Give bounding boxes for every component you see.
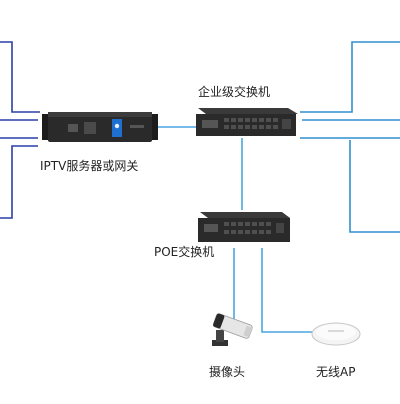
right-link-1 — [300, 41, 400, 113]
cable-poe-to-ap — [261, 248, 314, 333]
right-link-4 — [349, 140, 400, 233]
enterprise-switch-label: 企业级交换机 — [198, 85, 271, 99]
poe-switch-label: POE交换机 — [154, 245, 215, 259]
camera-label: 摄像头 — [209, 365, 246, 379]
left-link-4 — [0, 145, 38, 219]
left-links — [0, 41, 40, 219]
wireless-ap-label: 无线AP — [316, 365, 356, 379]
left-link-1 — [0, 41, 40, 113]
server-icon — [42, 112, 158, 142]
camera-icon — [212, 313, 253, 346]
access-point-icon — [311, 322, 361, 346]
poe-switch-icon — [198, 212, 290, 242]
iptv-server-label: IPTV服务器或网关 — [40, 159, 139, 173]
right-links — [300, 41, 400, 233]
switch-icon — [196, 108, 298, 136]
